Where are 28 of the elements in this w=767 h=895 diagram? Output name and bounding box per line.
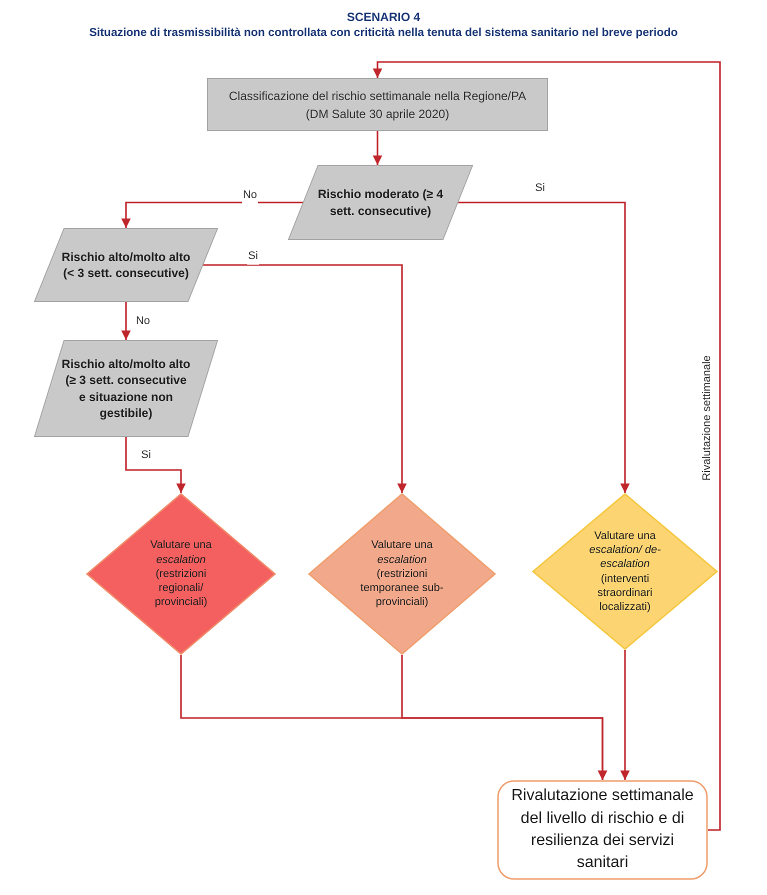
decision-parallelogram bbox=[34, 340, 218, 437]
action-diamond bbox=[86, 493, 276, 655]
process-box bbox=[207, 78, 548, 131]
arrow bbox=[458, 202, 630, 493]
arrow bbox=[372, 131, 382, 165]
node-text: Valutare una escalation/ de-escalation (interventi straordinari localizzati) bbox=[588, 528, 662, 614]
process-box bbox=[497, 780, 708, 880]
action-diamond bbox=[532, 493, 718, 650]
node-text: (DM Salute 30 aprile 2020) bbox=[306, 106, 450, 122]
node-text: Rivalutazione settimanale del livello di rischio e di resilienza dei servizi sanitari bbox=[510, 786, 695, 874]
node-text: Rischio alto/molto alto (≥ 3 sett. consecutive e situazione non gestibile) bbox=[61, 356, 191, 421]
node-text: Valutare una escalation (restrizioni regionali/ provinciali) bbox=[149, 538, 213, 610]
action-diamond bbox=[308, 493, 496, 655]
decision-parallelogram bbox=[288, 165, 473, 240]
node-text: Classificazione del rischio settimanale nella Regione/PA bbox=[228, 88, 526, 104]
diagram-title: SCENARIO 4 bbox=[346, 9, 420, 26]
arrow bbox=[121, 202, 303, 228]
subtitle: Situazione di trasmissibilità non controllata con criticità nella tenuta del sistema sanitario nel breve periodo bbox=[89, 26, 678, 41]
arrow bbox=[372, 61, 721, 831]
node-text: Valutare una escalation (restrizioni temporanee sub-provinciali) bbox=[359, 538, 445, 610]
arrow bbox=[121, 302, 131, 340]
arrow bbox=[203, 264, 407, 493]
arrow bbox=[401, 655, 608, 780]
node-text: Rischio alto/molto alto (< 3 sett. consecutive) bbox=[61, 248, 191, 282]
node-text: Rischio moderato (≥ 4 sett. consecutive) bbox=[316, 186, 444, 219]
arrow bbox=[620, 650, 630, 780]
arrow bbox=[125, 437, 186, 493]
decision-parallelogram bbox=[34, 228, 218, 302]
